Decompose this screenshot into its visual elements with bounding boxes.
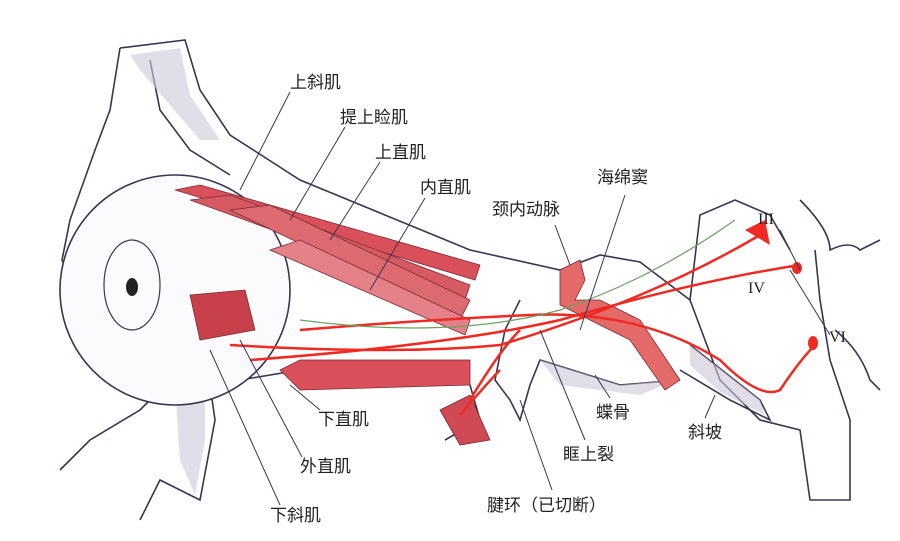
label-sphenoid: 蝶骨	[596, 403, 630, 423]
label-nerve-iii: III	[758, 211, 774, 228]
label-internal-carotid: 颈内动脉	[492, 200, 560, 220]
bone-texture	[130, 48, 765, 495]
ciliary-nerve	[299, 219, 736, 329]
eyeball	[59, 174, 291, 406]
label-tendinous-ring: 腱环（已切断）	[487, 496, 606, 516]
label-superior-oblique: 上斜肌	[290, 73, 341, 93]
label-lateral-rectus: 外直肌	[300, 457, 351, 477]
nerves	[229, 233, 816, 416]
label-nerve-vi: VI	[829, 329, 846, 346]
label-superior-orbital-fissure: 眶上裂	[563, 445, 614, 465]
label-inferior-rectus: 下直肌	[318, 410, 369, 430]
nerve-vi-stump	[808, 336, 818, 350]
nerve-iii-stump	[745, 220, 770, 245]
label-medial-rectus: 内直肌	[420, 178, 471, 198]
muscles	[174, 184, 491, 446]
label-cavernous-sinus: 海绵窦	[597, 168, 648, 188]
label-levator-palpebrae: 提上睑肌	[340, 108, 408, 128]
label-inferior-oblique: 下斜肌	[270, 506, 321, 526]
label-superior-rectus: 上直肌	[375, 143, 426, 163]
nerve-iv-stump	[792, 262, 802, 274]
label-clivus: 斜坡	[688, 423, 722, 443]
leader-lines	[209, 91, 831, 506]
label-nerve-iv: IV	[748, 280, 765, 297]
